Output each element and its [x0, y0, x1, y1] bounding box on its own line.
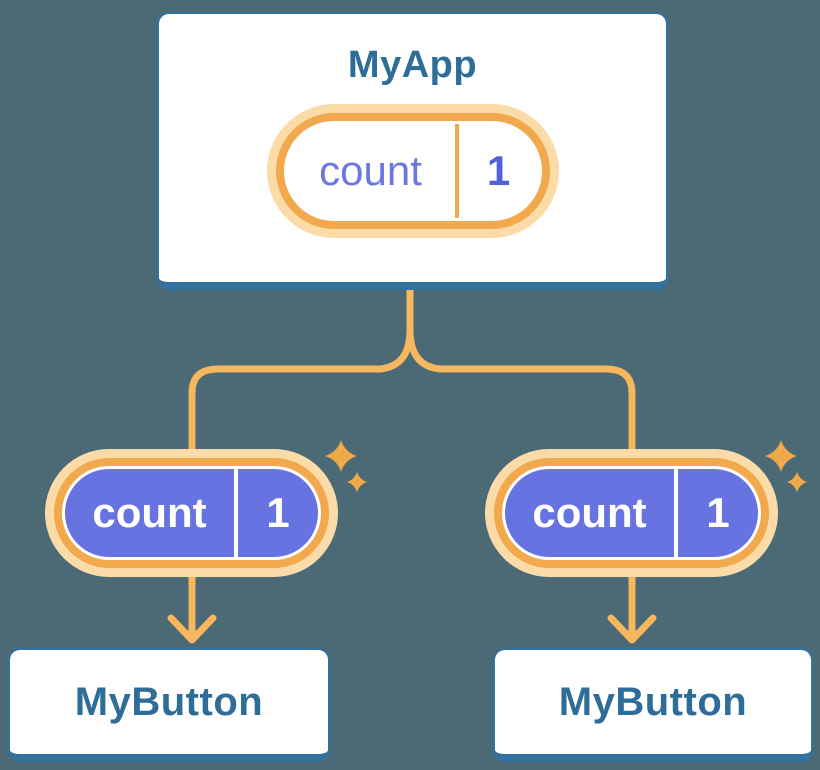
pill-body: count 1 — [287, 124, 539, 218]
state-value: 1 — [706, 489, 730, 536]
pill-body: count 1 — [65, 469, 318, 557]
sparkle-icon — [787, 472, 807, 492]
state-value: 1 — [486, 147, 511, 194]
sparkle-icon — [325, 440, 357, 472]
pill-body: count 1 — [505, 469, 758, 557]
pill-ring: count 1 — [275, 113, 550, 229]
sparkle-icon — [347, 472, 367, 492]
state-label: count — [532, 489, 647, 536]
state-pill-right: count 1 — [485, 449, 778, 577]
connector-right — [406, 276, 636, 636]
state-pill: count 1 — [266, 104, 559, 238]
pill-divider — [234, 469, 238, 557]
pill-ring: count 1 — [494, 458, 769, 568]
pill-ring: count 1 — [54, 458, 329, 568]
state-label: count — [319, 147, 422, 194]
pill-divider — [674, 469, 678, 557]
state-label: count — [92, 489, 207, 536]
myapp-card: MyApp count 1 — [157, 12, 668, 290]
component-title: MyApp — [347, 44, 478, 86]
sparkle-icon — [765, 440, 797, 472]
state-pill-left: count 1 — [45, 449, 338, 577]
arrowhead-left-icon — [167, 614, 217, 644]
component-title: MyButton — [558, 679, 748, 724]
mybutton-card-right: MyButton — [493, 648, 813, 762]
pill-divider — [454, 124, 459, 218]
arrowhead-right-icon — [607, 614, 657, 644]
mybutton-card-left: MyButton — [8, 648, 330, 762]
state-value: 1 — [266, 489, 290, 536]
component-title: MyButton — [74, 679, 264, 724]
